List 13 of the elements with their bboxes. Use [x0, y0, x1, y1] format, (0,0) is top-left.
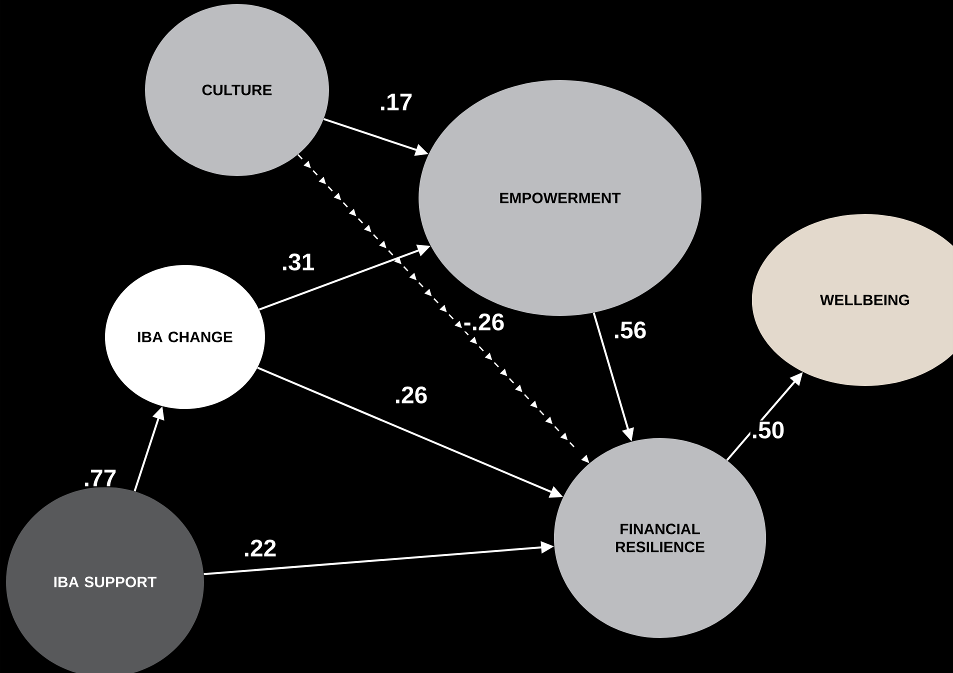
edge-label: .50 [750, 420, 786, 440]
edge-label: .77 [82, 468, 118, 488]
edge-label: .56 [612, 320, 648, 340]
edge-label: -.26 [462, 312, 506, 332]
blob-node: IBA CHANGE [105, 265, 265, 409]
blob-node: CULTURE [145, 4, 329, 176]
blob-node: IBA SUPPORT [6, 487, 204, 673]
edge-label: .31 [280, 252, 316, 272]
blob-node: WELLBEING [752, 214, 953, 386]
edge-label: .26 [393, 386, 429, 404]
blob-node: FINANCIAL RESILIENCE [554, 438, 766, 638]
edge-label: .17 [378, 92, 414, 112]
edge-label: .22 [242, 538, 278, 558]
